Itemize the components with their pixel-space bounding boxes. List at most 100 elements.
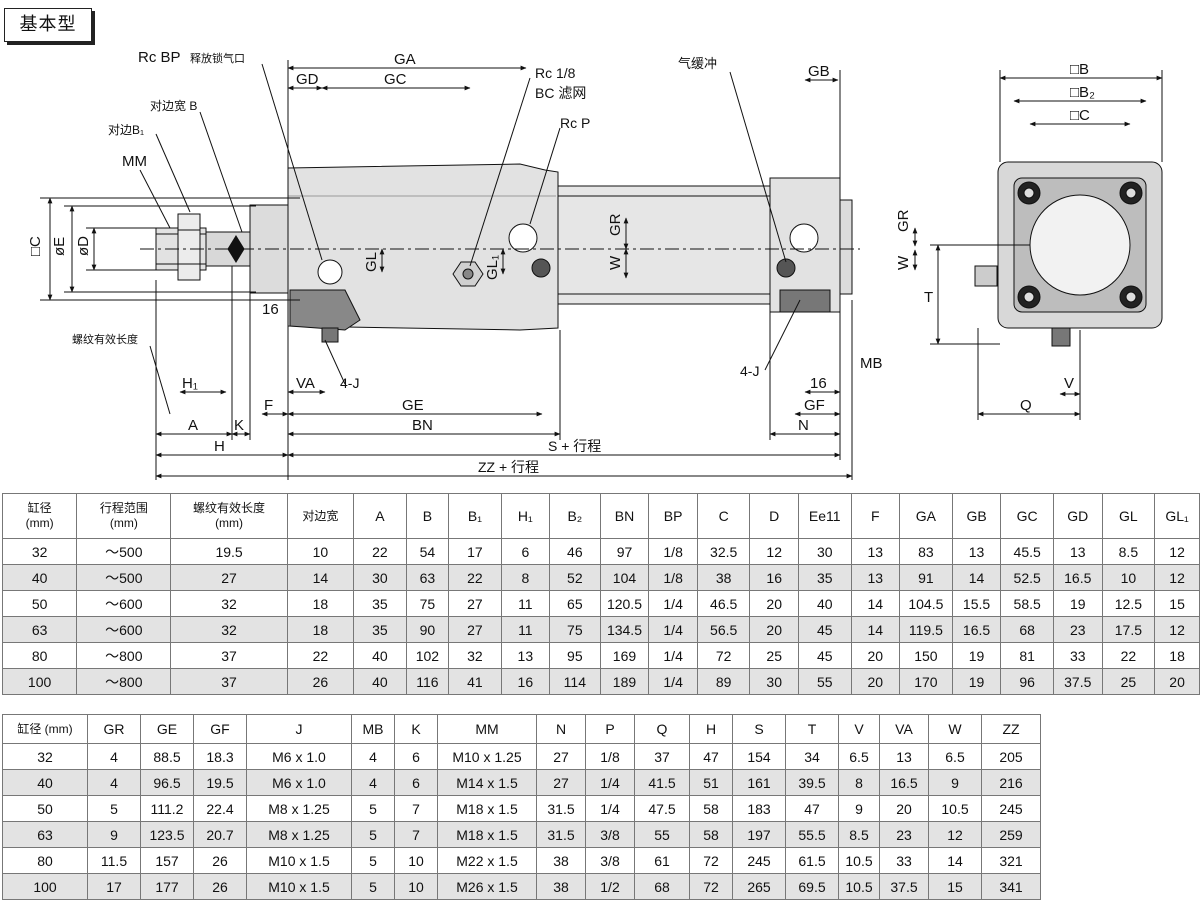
bottom-table-cell: 96.5 xyxy=(140,769,194,796)
label-e: øE xyxy=(51,237,68,256)
top-table-cell: 14 xyxy=(951,564,1002,591)
bottom-table-header: P xyxy=(585,714,635,744)
top-table-cell: 35 xyxy=(353,590,407,617)
bottom-table-cell: 111.2 xyxy=(140,795,194,822)
top-table-cell: 72 xyxy=(696,642,751,669)
top-table-cell: 54 xyxy=(405,538,450,565)
lock-bottom-pocket xyxy=(289,289,361,331)
top-table-cell: 56.5 xyxy=(696,616,751,643)
top-table-cell: 83 xyxy=(899,538,953,565)
bottom-table-cell: 20 xyxy=(879,795,929,822)
top-table-cell: 13 xyxy=(850,564,901,591)
label-n: N xyxy=(798,417,809,434)
top-table-cell: 45 xyxy=(797,616,852,643)
top-table-cell: 8.5 xyxy=(1101,538,1156,565)
bottom-table-cell: 72 xyxy=(689,847,733,874)
top-table-cell: 11 xyxy=(500,616,551,643)
top-table-header: B₂ xyxy=(549,493,601,539)
top-table-cell: 30 xyxy=(749,668,799,695)
top-table-cell: 1/4 xyxy=(648,590,698,617)
label-h: H xyxy=(214,438,225,455)
top-table-cell: 32 xyxy=(448,642,502,669)
bottom-table-cell: 245 xyxy=(981,795,1041,822)
top-table-cell: 30 xyxy=(797,538,852,565)
bottom-table-cell: 69.5 xyxy=(785,873,839,900)
top-table-cell: 13 xyxy=(951,538,1002,565)
top-table-header: D xyxy=(749,493,799,539)
top-table-cell: 40 xyxy=(353,642,407,669)
top-table-cell: 116 xyxy=(405,668,450,695)
label-rcbp-cn: 释放锁气口 xyxy=(190,51,245,65)
top-table-header: 行程范围(mm) xyxy=(76,493,172,539)
top-table-cell: 12.5 xyxy=(1101,590,1156,617)
label-gb: GB xyxy=(808,63,830,80)
top-table-cell: ～600 xyxy=(76,590,172,617)
top-table-cell: 63 xyxy=(1,616,78,643)
top-table-cell: 12 xyxy=(1154,538,1200,565)
top-table-cell: 35 xyxy=(797,564,852,591)
release-port-icon xyxy=(317,259,343,285)
top-table-cell: 30 xyxy=(353,564,407,591)
bottom-table-cell: 38 xyxy=(536,873,586,900)
top-table-cell: ～500 xyxy=(76,564,172,591)
top-table-cell: 134.5 xyxy=(599,616,650,643)
bottom-table-cell: 12 xyxy=(928,821,982,848)
bottom-table-cell: 205 xyxy=(981,743,1041,770)
top-table-cell: 150 xyxy=(899,642,953,669)
label-k: K xyxy=(234,417,244,434)
top-table-cell: 18 xyxy=(1154,642,1200,669)
top-table-cell: 13 xyxy=(1052,538,1103,565)
top-table-cell: 45 xyxy=(797,642,852,669)
top-table-header: BN xyxy=(599,493,650,539)
bottom-table-cell: 55.5 xyxy=(785,821,839,848)
bottom-table-cell: 4 xyxy=(87,743,141,770)
bottom-table-cell: 10 xyxy=(394,873,438,900)
bottom-table-header: GE xyxy=(140,714,194,744)
bottom-table-header: S xyxy=(732,714,786,744)
label-duibian-b: 对边宽 B xyxy=(150,98,197,113)
bottom-table-cell: 88.5 xyxy=(140,743,194,770)
label-bc-filter: BC 滤网 xyxy=(535,85,586,101)
label-ge: GE xyxy=(402,397,424,414)
bottom-table-cell: 47.5 xyxy=(634,795,690,822)
top-table-cell: 1/8 xyxy=(648,538,698,565)
top-table-cell: 37 xyxy=(170,668,288,695)
top-table-cell: 25 xyxy=(1101,668,1156,695)
port-p-icon xyxy=(508,223,538,253)
label-rc18: Rc 1/8 xyxy=(535,65,576,81)
bottom-table-cell: 259 xyxy=(981,821,1041,848)
bottom-table-cell: M26 x 1.5 xyxy=(437,873,537,900)
top-table-cell: 32 xyxy=(1,538,78,565)
end-view-bore xyxy=(1029,194,1131,296)
top-table-cell: 18 xyxy=(286,616,355,643)
top-table-header: GC xyxy=(1000,493,1054,539)
bottom-table-cell: 22.4 xyxy=(193,795,247,822)
bottom-table-cell: M10 x 1.5 xyxy=(246,847,352,874)
label-c: □C xyxy=(27,236,44,256)
top-table-cell: 26 xyxy=(286,668,355,695)
top-table-cell: 41 xyxy=(448,668,502,695)
cylinder-drawing: Rc BP 释放锁气口 对边宽 B 对边B₁ MM □C øE øD 螺纹有效长… xyxy=(27,49,1163,480)
top-table-cell: 68 xyxy=(1000,616,1054,643)
top-table-cell: 32.5 xyxy=(696,538,751,565)
bottom-table-cell: 14 xyxy=(928,847,982,874)
label-zz-stroke: ZZ + 行程 xyxy=(478,459,539,475)
page-title: 基本型 xyxy=(4,8,92,42)
bottom-table-cell: 27 xyxy=(536,769,586,796)
bottom-table-cell: 41.5 xyxy=(634,769,690,796)
top-table-cell: 189 xyxy=(599,668,650,695)
top-table-header: GA xyxy=(899,493,953,539)
top-table-cell: 19 xyxy=(951,642,1002,669)
top-table-cell: 1/4 xyxy=(648,616,698,643)
top-table-cell: 100 xyxy=(1,668,78,695)
bottom-table-cell: 6 xyxy=(394,743,438,770)
top-table-cell: 1/4 xyxy=(648,642,698,669)
bottom-table-cell: M6 x 1.0 xyxy=(246,769,352,796)
label-duibian-b1: 对边B₁ xyxy=(108,123,144,137)
bottom-table-cell: 58 xyxy=(689,795,733,822)
top-table-cell: 120.5 xyxy=(599,590,650,617)
